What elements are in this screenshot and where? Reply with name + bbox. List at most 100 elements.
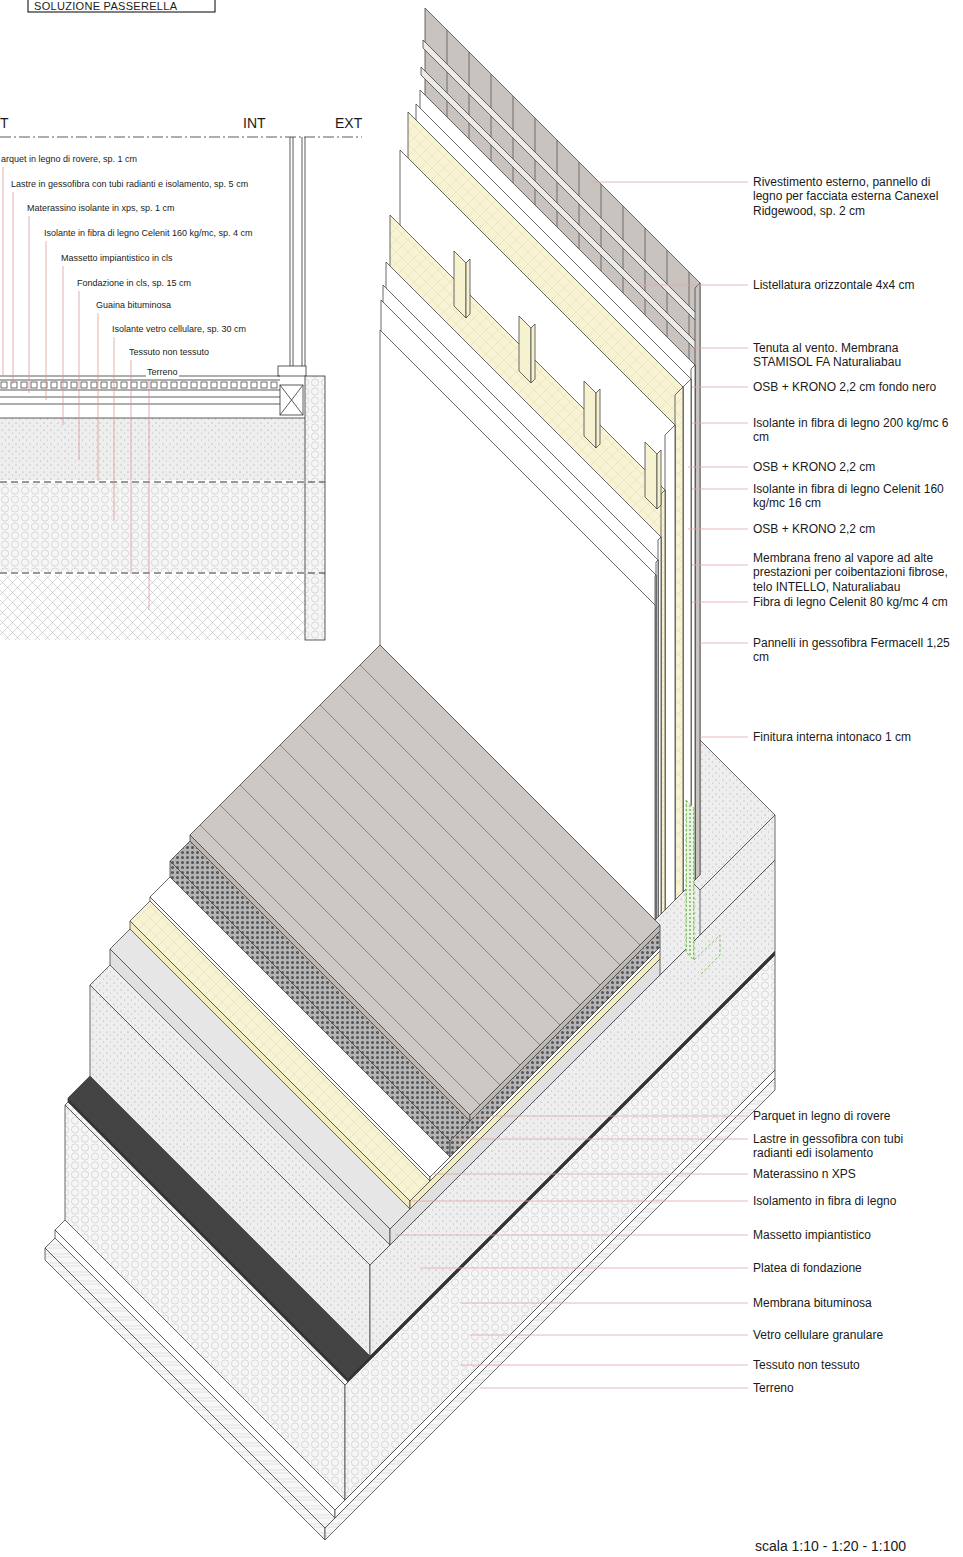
section-detail bbox=[290, 137, 291, 370]
section-detail bbox=[181, 382, 187, 388]
leader-line bbox=[420, 1268, 748, 1269]
leader-line bbox=[692, 602, 748, 603]
section-leader bbox=[46, 241, 47, 400]
section-label: Materassino isolante in xps, sp. 1 cm bbox=[26, 203, 176, 214]
leader-line bbox=[640, 285, 748, 286]
section-detail bbox=[0, 390, 280, 391]
section-detail bbox=[11, 382, 17, 388]
section-detail bbox=[261, 382, 267, 388]
callout-label: INT bbox=[243, 115, 266, 131]
callout-label: Fibra di legno Celenit 80 kg/mc 4 cm bbox=[753, 595, 958, 610]
section-detail bbox=[0, 397, 280, 398]
callout-label: Materassino n XPS bbox=[753, 1167, 958, 1182]
leader-line bbox=[470, 1116, 748, 1117]
leader-line bbox=[688, 529, 748, 530]
section-detail bbox=[201, 382, 207, 388]
section-label: Isolante vetro cellulare, sp. 30 cm bbox=[111, 324, 247, 335]
wall-stack bbox=[519, 316, 531, 383]
section-leader bbox=[63, 266, 64, 425]
callout-label: Vetro cellulare granulare bbox=[753, 1328, 958, 1343]
section-detail bbox=[280, 385, 303, 415]
wall-stack bbox=[466, 259, 470, 318]
leader-line bbox=[460, 1303, 748, 1304]
floor-stack bbox=[200, 825, 480, 1105]
leader-line bbox=[395, 182, 748, 1388]
section-detail bbox=[161, 382, 167, 388]
wall-stack bbox=[531, 324, 535, 383]
section-detail bbox=[101, 382, 107, 388]
section-detail bbox=[81, 382, 87, 388]
callout-label: OSB + KRONO 2,2 cm bbox=[753, 522, 958, 537]
floor-stack bbox=[320, 705, 600, 985]
section-detail bbox=[0, 376, 280, 377]
section-detail bbox=[0, 418, 305, 419]
callout-label: T bbox=[0, 115, 9, 131]
leader-line bbox=[692, 489, 748, 490]
leader-line bbox=[700, 737, 748, 738]
section-detail bbox=[0, 137, 362, 640]
section-detail bbox=[231, 382, 237, 388]
section-label: Terreno bbox=[146, 367, 179, 378]
floor-stack bbox=[280, 745, 560, 1025]
leader-line bbox=[692, 565, 748, 566]
wall-stack bbox=[694, 935, 720, 975]
callout-label: Isolante in fibra di legno Celenit 160 k… bbox=[753, 482, 958, 511]
callout-label: Platea di fondazione bbox=[753, 1261, 958, 1276]
leader-line bbox=[470, 1335, 748, 1336]
section-detail bbox=[0, 418, 305, 480]
section-leader bbox=[3, 167, 4, 376]
floor-stack bbox=[360, 665, 640, 945]
section-detail bbox=[293, 137, 294, 370]
callout-label: Lastre in gessofibra con tubi radianti e… bbox=[753, 1132, 921, 1161]
section-detail bbox=[0, 404, 280, 405]
section-detail bbox=[151, 382, 157, 388]
floor-stack bbox=[110, 645, 660, 1245]
wall-stack bbox=[695, 283, 700, 880]
wall-stack bbox=[675, 387, 683, 900]
callout-label: Tenuta al vento. Membrana STAMISOL FA Na… bbox=[753, 341, 958, 370]
section-detail bbox=[302, 137, 303, 370]
section-detail bbox=[171, 382, 177, 388]
leader-line bbox=[395, 1235, 748, 1236]
leader-line bbox=[688, 467, 748, 468]
section-detail bbox=[280, 385, 303, 415]
callout-label: Massetto impiantistico bbox=[753, 1228, 958, 1243]
callout-label: Tessuto non tessuto bbox=[753, 1358, 958, 1373]
leader-line bbox=[412, 1201, 748, 1202]
section-leader bbox=[29, 216, 30, 393]
section-detail bbox=[251, 382, 257, 388]
wall-stack bbox=[645, 442, 657, 509]
section-detail bbox=[21, 382, 27, 388]
wall-stack bbox=[584, 381, 596, 448]
callout-label: OSB + KRONO 2,2 cm bbox=[753, 460, 958, 475]
section-label: Guaina bituminosa bbox=[95, 300, 172, 311]
section-label: Isolante in fibra di legno Celenit 160 k… bbox=[43, 228, 254, 239]
floor-stack bbox=[240, 785, 520, 1065]
foundation bbox=[700, 815, 775, 935]
section-detail bbox=[121, 382, 127, 388]
section-detail bbox=[131, 382, 137, 388]
callout-label: Parquet in legno di rovere bbox=[753, 1109, 958, 1124]
callout-label: Membrana bituminosa bbox=[753, 1296, 958, 1311]
section-label: Lastre in gessofibra con tubi radianti e… bbox=[10, 179, 249, 190]
section-label: arquet in legno di rovere, sp. 1 cm bbox=[0, 154, 138, 165]
leader-line bbox=[590, 182, 748, 183]
wall-stack bbox=[686, 800, 694, 960]
floor-stack bbox=[340, 685, 620, 965]
leader-line bbox=[480, 1388, 748, 1389]
section-detail bbox=[305, 137, 306, 370]
leader-line bbox=[700, 643, 748, 644]
callout-label: Terreno bbox=[753, 1381, 958, 1396]
callout-label: Pannelli in gessofibra Fermacell 1,25 cm bbox=[753, 636, 958, 665]
leader-line bbox=[452, 1139, 748, 1140]
section-label: Massetto impiantistico in cls bbox=[60, 253, 174, 264]
floor-stack bbox=[300, 725, 580, 1005]
section-detail bbox=[241, 382, 247, 388]
title-text: SOLUZIONE PASSERELLA bbox=[34, 0, 177, 12]
callout-label: Finitura interna intonaco 1 cm bbox=[753, 730, 958, 745]
title-frame bbox=[28, 0, 215, 12]
wall-stack bbox=[657, 450, 661, 509]
section-leader bbox=[131, 360, 132, 574]
section-detail bbox=[0, 137, 362, 138]
